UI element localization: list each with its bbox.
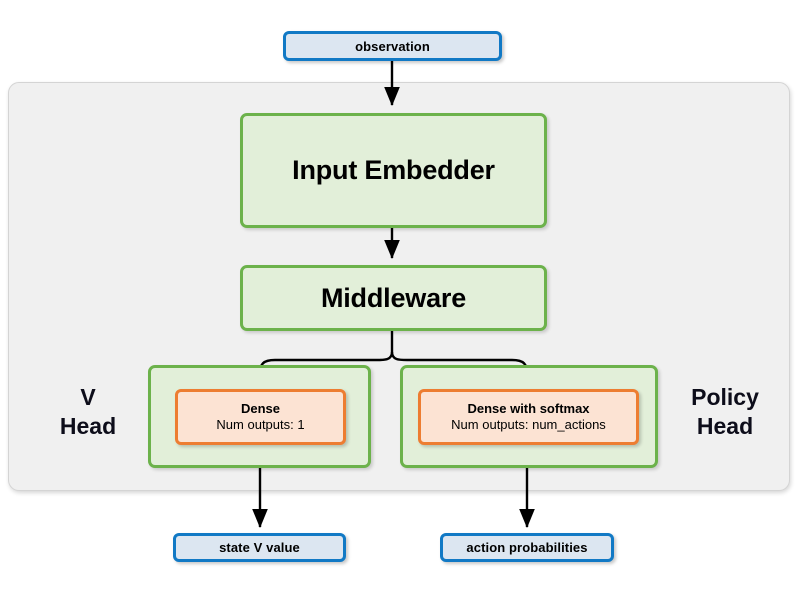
label-v-head: V Head xyxy=(59,384,117,439)
node-state-v-value[interactable]: state V value xyxy=(173,533,346,562)
node-v-head-dense-subtitle: Num outputs: 1 xyxy=(216,417,305,432)
node-state-v-value-label: state V value xyxy=(219,540,300,555)
node-observation-label: observation xyxy=(355,38,430,54)
node-policy-head-dense-title: Dense with softmax xyxy=(467,400,590,416)
node-input-embedder-label: Input Embedder xyxy=(292,155,495,185)
node-action-probabilities[interactable]: action probabilities xyxy=(440,533,614,562)
node-policy-head-dense-subtitle: Num outputs: num_actions xyxy=(451,417,606,432)
node-observation[interactable]: observation xyxy=(283,31,502,61)
node-policy-head-dense[interactable]: Dense with softmax Num outputs: num_acti… xyxy=(418,389,639,445)
node-middleware[interactable]: Middleware xyxy=(240,265,547,331)
node-input-embedder[interactable]: Input Embedder xyxy=(240,113,547,228)
label-policy-head: Policy Head xyxy=(691,384,759,439)
node-action-probabilities-label: action probabilities xyxy=(466,540,588,555)
node-v-head-dense-title: Dense xyxy=(240,400,281,416)
node-v-head-dense[interactable]: Dense Num outputs: 1 xyxy=(175,389,346,445)
node-middleware-label: Middleware xyxy=(320,282,467,313)
